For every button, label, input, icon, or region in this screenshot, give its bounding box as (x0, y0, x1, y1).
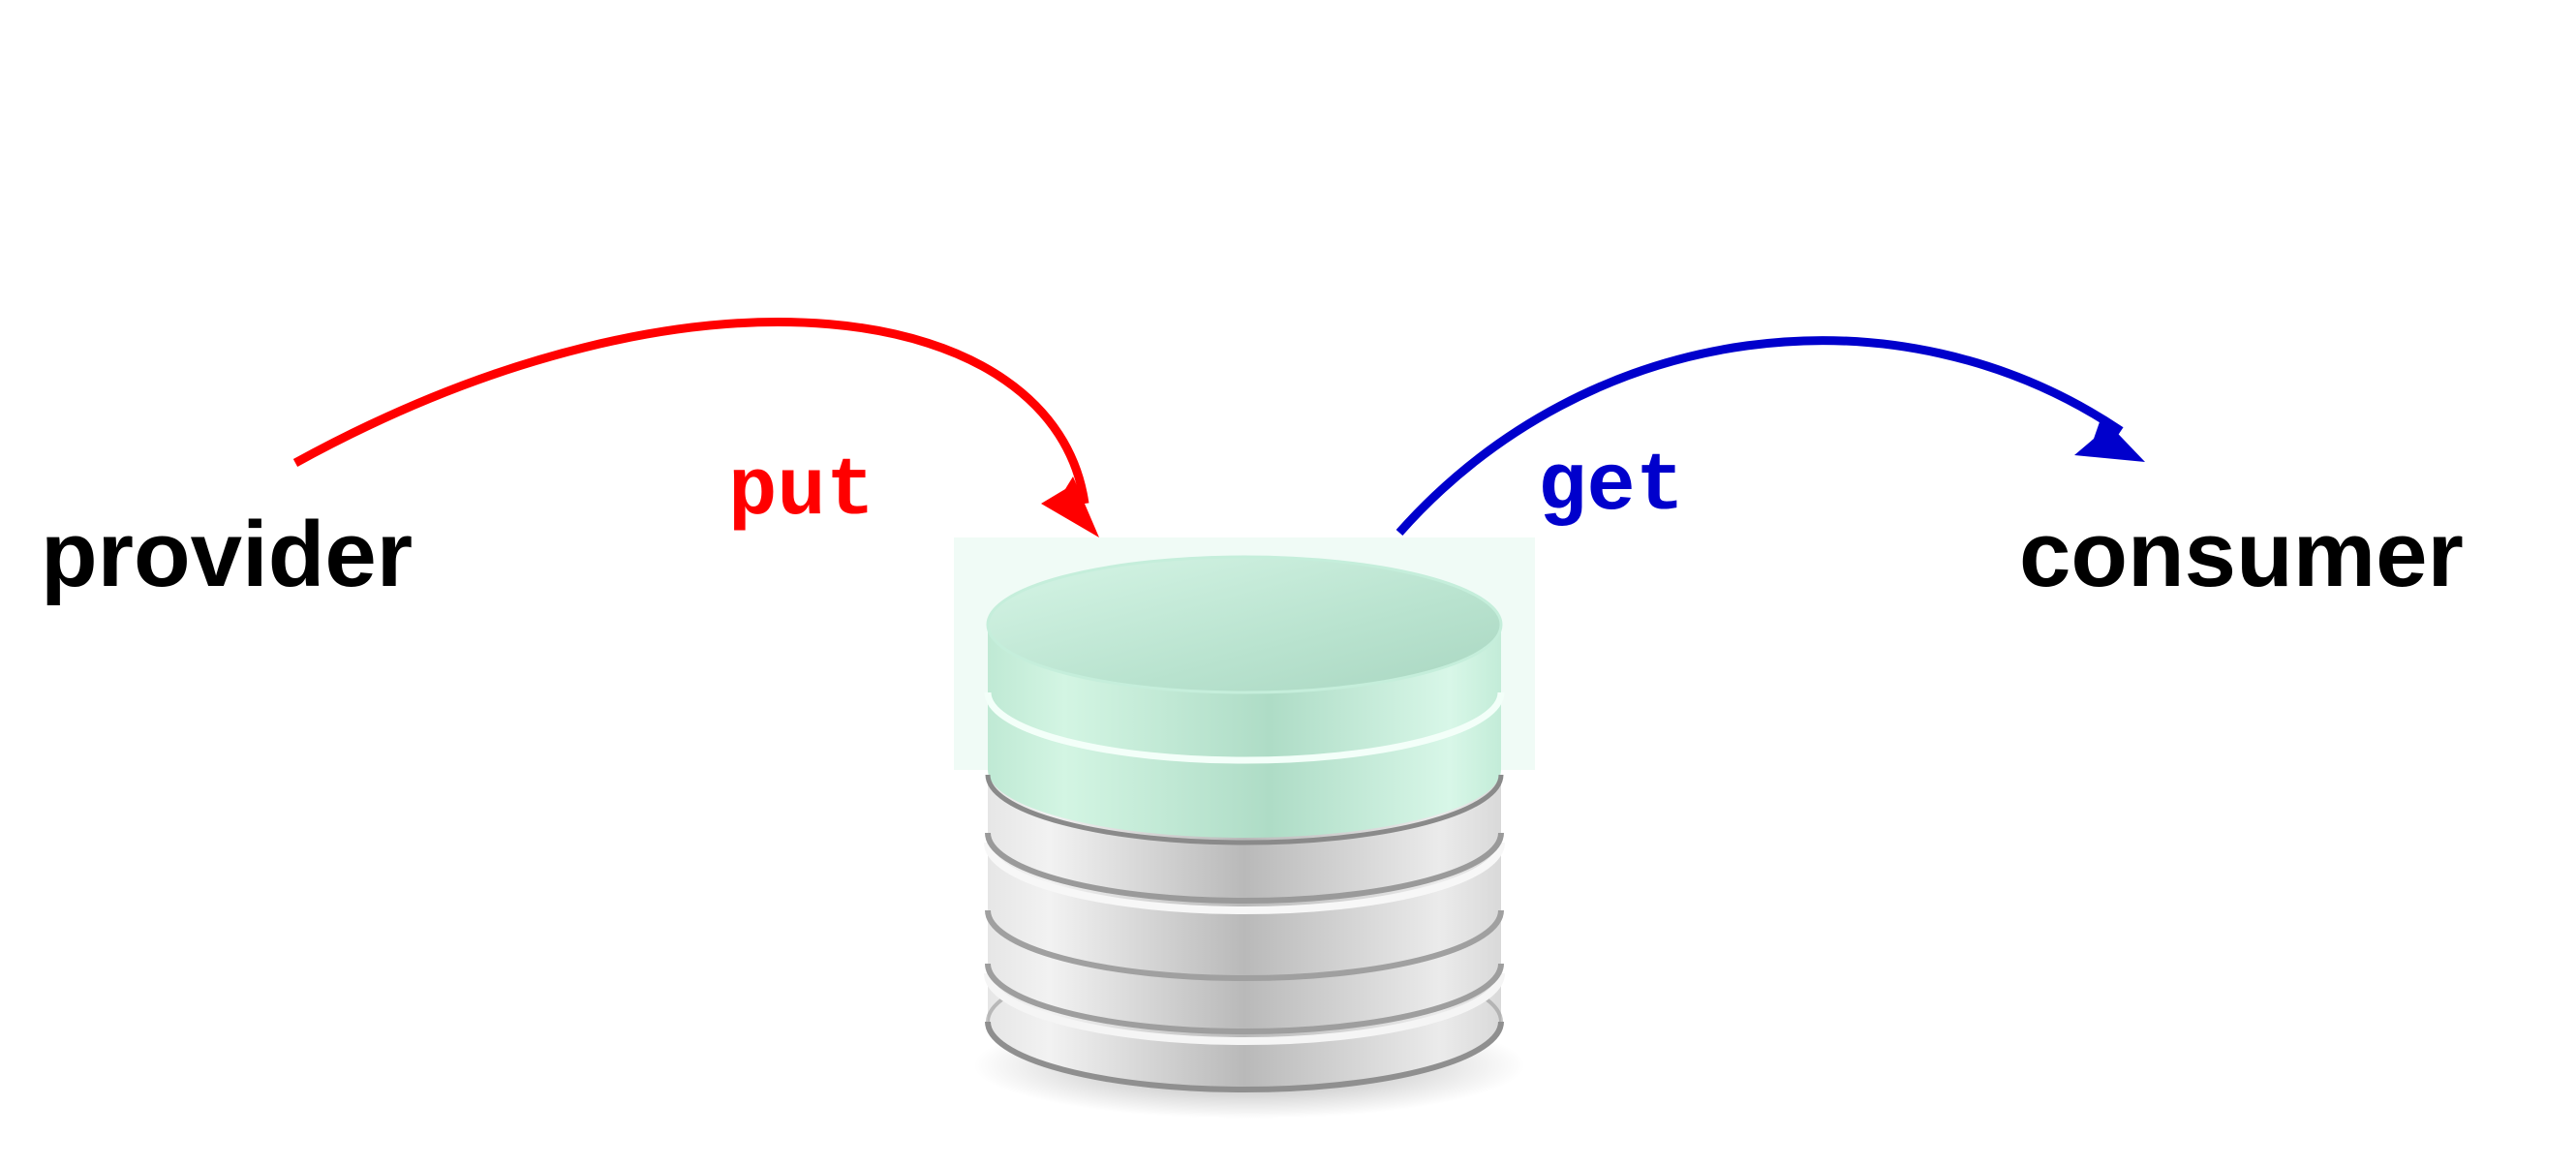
put-arrow (292, 318, 1099, 537)
provider-label: provider (41, 503, 413, 606)
get-arrow (1395, 336, 2145, 536)
get-label: get (1538, 442, 1684, 534)
database-icon (954, 537, 1535, 1119)
consumer-label: consumer (2019, 503, 2464, 606)
put-label: put (728, 446, 874, 538)
